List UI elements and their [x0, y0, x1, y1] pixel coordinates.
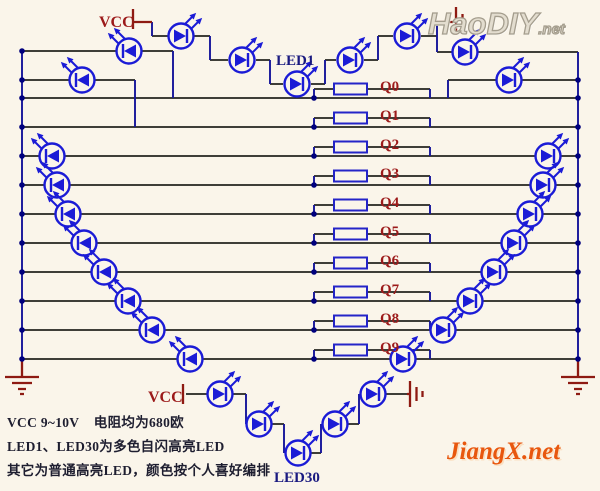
resistor-label-q9: Q9 [380, 340, 399, 356]
led-symbol [529, 161, 565, 199]
led-symbol [516, 190, 552, 228]
note-line-3: 其它为普通高亮LED，颜色按个人喜好编排 [7, 463, 271, 478]
resistor-label-q8: Q8 [380, 311, 399, 327]
resistor-label-q2: Q2 [380, 137, 399, 153]
led-symbol [107, 27, 143, 65]
led-symbol [206, 370, 242, 408]
resistor-symbol [333, 314, 368, 328]
led-symbol [62, 219, 98, 257]
note-line-2: LED1、LED30为多色自闪高亮LED [7, 439, 225, 454]
watermark-jiangx: JiangX.net [447, 438, 561, 465]
wire-rows-and-leads [22, 35, 578, 454]
watermark-haodiy-main: HaoDIY [427, 6, 539, 41]
note-line-1: VCC 9~10V 电阻均为680欧 [7, 415, 184, 430]
led-symbol [35, 161, 71, 199]
led-symbol [429, 306, 465, 344]
resistor-symbol [333, 82, 368, 96]
led-symbol [321, 400, 357, 438]
resistor-symbol [333, 285, 368, 299]
vcc-label-bottom: VCC [148, 389, 183, 406]
resistor-label-q0: Q0 [380, 79, 399, 95]
led-led30 [284, 429, 320, 467]
led-led1 [283, 60, 319, 98]
resistor-symbol [333, 198, 368, 212]
resistor-label-q3: Q3 [380, 166, 399, 182]
resistor-label-q1: Q1 [380, 108, 399, 124]
led-symbol [389, 335, 425, 373]
led-symbol [30, 132, 66, 170]
resistor-symbol [333, 256, 368, 270]
led-symbol [245, 400, 281, 438]
resistor-symbol [333, 227, 368, 241]
led-symbol [228, 36, 264, 74]
led30-label: LED30 [274, 470, 320, 486]
resistor-symbol [333, 140, 368, 154]
resistor-label-q5: Q5 [380, 224, 399, 240]
led1-label: LED1 [276, 53, 314, 69]
led-symbol [359, 370, 395, 408]
resistor-label-q7: Q7 [380, 282, 400, 298]
led-symbol [168, 335, 204, 373]
resistor-symbol [333, 111, 368, 125]
junction-dots [19, 48, 581, 362]
led-symbol [393, 12, 429, 50]
led-symbol [82, 248, 118, 286]
led-symbol [336, 36, 372, 74]
vcc-label-top: VCC [99, 14, 134, 31]
resistor-symbol [333, 343, 368, 357]
led-symbol [495, 56, 531, 94]
power-ground-symbols [5, 7, 595, 407]
led-symbol [106, 277, 142, 315]
resistor-label-q6: Q6 [380, 253, 400, 269]
led-symbol [500, 219, 536, 257]
led-symbol [480, 248, 516, 286]
led-symbol [60, 56, 96, 94]
led-symbol [130, 306, 166, 344]
watermark-haodiy: HaoDIY.net [427, 6, 600, 41]
led-symbol [46, 190, 82, 228]
led-symbol [456, 277, 492, 315]
watermark-haodiy-suffix: .net [538, 21, 566, 38]
resistor-label-q4: Q4 [380, 195, 400, 211]
resistor-symbol [333, 169, 368, 183]
led-symbol [451, 28, 487, 66]
led-symbol [534, 132, 570, 170]
led-symbol [167, 12, 203, 50]
